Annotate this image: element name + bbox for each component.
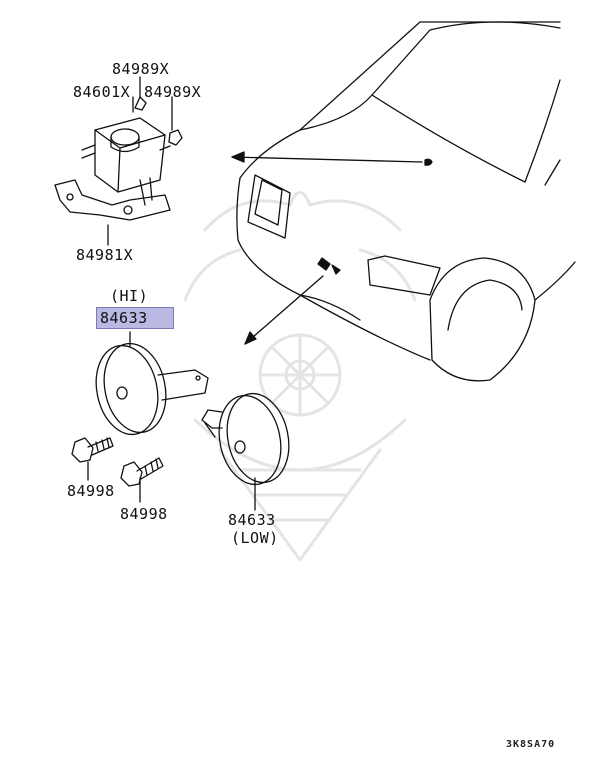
bolt-left [71, 437, 114, 463]
label-horn-hi-note: (HI) [110, 287, 149, 305]
horn-low [201, 392, 290, 486]
vehicle-front-outline [236, 21, 576, 382]
bolt-right [120, 457, 164, 487]
label-84998-left: 84998 [67, 482, 115, 500]
label-84633-hi-highlighted[interactable]: 84633 [96, 307, 174, 329]
label-84981x: 84981X [76, 246, 134, 264]
leader-arrows [231, 151, 423, 345]
label-horn-low-note: (LOW) [231, 529, 279, 547]
relay-bracket [54, 179, 171, 221]
horn-hi [95, 342, 209, 436]
label-84601x: 84601X [73, 83, 131, 101]
horn-relay [81, 96, 183, 206]
label-84989x-side: 84989X [144, 83, 202, 101]
label-84998-right: 84998 [120, 505, 168, 523]
watermark-emblem [183, 191, 417, 562]
diagram-code: 3K8SA70 [506, 739, 556, 750]
label-84989x-top: 84989X [112, 60, 170, 78]
label-84633-low: 84633 [228, 511, 276, 529]
